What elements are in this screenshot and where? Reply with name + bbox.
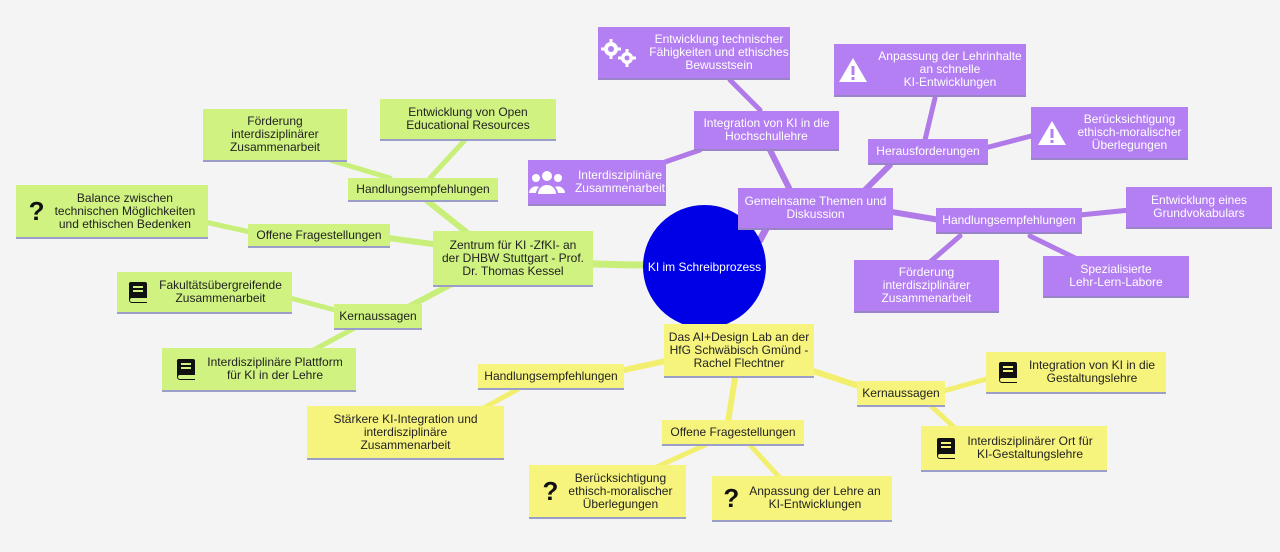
topic-label: Balance zwischen technischen Möglichkeit… <box>54 190 196 231</box>
leaf-ort[interactable]: Interdisziplinärer Ort für KI-Gestaltung… <box>921 426 1107 472</box>
topic-label: Spezialisierte Lehr-Lern-Labore <box>1069 262 1163 289</box>
connector-line <box>287 295 338 313</box>
warning-icon <box>838 57 868 83</box>
topic-label: Interdisziplinäre Zusammenarbeit <box>574 168 666 195</box>
connector-line <box>407 282 453 309</box>
topic-label: Zentrum für KI -ZfKI- an der DHBW Stuttg… <box>441 237 585 278</box>
topic-label: Stärkere KI-Integration und interdiszipl… <box>333 411 478 452</box>
topic-label: Offene Fragestellungen <box>256 227 382 242</box>
topic-label: Entwicklung von Open Educational Resourc… <box>406 105 530 132</box>
leaf-oer[interactable]: Entwicklung von Open Educational Resourc… <box>380 99 556 141</box>
leaf-beruecksichtigung[interactable]: ? Berücksichtigung ethisch-moralischer Ü… <box>529 465 686 519</box>
connector-line <box>662 147 703 165</box>
topic-label: Anpassung der Lehrinhalte an schnelle KI… <box>878 49 1022 89</box>
subtopic-handlungsempfehlungen[interactable]: Handlungsempfehlungen <box>936 208 1082 234</box>
leaf-anpassung-lehrinhalte[interactable]: Anpassung der Lehrinhalte an schnelle KI… <box>834 44 1026 97</box>
subtopic-handlungsempfehlungen[interactable]: Handlungsempfehlungen <box>478 364 624 390</box>
topic-label: Entwicklung eines Grundvokabulars <box>1150 193 1248 220</box>
subtopic-offene-fragestellungen[interactable]: Offene Fragestellungen <box>248 224 390 248</box>
leaf-foerderung[interactable]: Förderung interdisziplinärer Zusammenarb… <box>203 109 347 162</box>
connector-line <box>427 137 468 181</box>
subtopic-offene-fragestellungen[interactable]: Offene Fragestellungen <box>662 420 804 446</box>
leaf-grundvokabular[interactable]: Entwicklung eines Grundvokabulars <box>1126 187 1272 229</box>
subtopic-integration-hochschullehre[interactable]: Integration von KI in die Hochschullehre <box>694 111 839 151</box>
topic-label: Handlungsempfehlungen <box>484 368 618 383</box>
topic-label: Integration von KI in die Gestaltungsleh… <box>1028 358 1156 385</box>
topic-label: Gemeinsame Themen und Diskussion <box>744 194 887 221</box>
connector-line <box>982 132 1038 151</box>
connector-line <box>927 233 963 265</box>
subtopic-kernaussagen[interactable]: Kernaussagen <box>334 304 422 330</box>
subtopic-handlungsempfehlungen[interactable]: Handlungsempfehlungen <box>348 178 498 202</box>
connector-line <box>767 147 793 193</box>
leaf-integration-gestaltung[interactable]: Integration von KI in die Gestaltungsleh… <box>986 352 1166 394</box>
book-icon <box>175 357 197 381</box>
gears-icon <box>599 38 639 68</box>
leaf-entwicklung-faehigkeiten[interactable]: Entwicklung technischer Fähigkeiten und … <box>598 27 790 80</box>
leaf-foerderung[interactable]: Förderung interdisziplinärer Zusammenarb… <box>854 260 999 313</box>
subtopic-herausforderungen[interactable]: Herausforderungen <box>868 139 988 165</box>
topic-label: Kernaussagen <box>862 385 940 400</box>
topic-label: Handlungsempfehlungen <box>942 212 1076 227</box>
connector-line <box>727 77 763 113</box>
leaf-balance[interactable]: ? Balance zwischen technischen Möglichke… <box>16 185 208 239</box>
connector-line <box>807 367 868 391</box>
connector-line <box>922 95 938 143</box>
warning-icon <box>1037 120 1067 146</box>
topic-label: Interdisziplinäre Plattform für KI in de… <box>207 355 343 382</box>
question-icon: ? <box>723 483 740 513</box>
leaf-staerkere[interactable]: Stärkere KI-Integration und interdiszipl… <box>307 406 504 460</box>
topic-label: Interdisziplinärer Ort für KI-Gestaltung… <box>967 434 1093 461</box>
topic-label: Berücksichtigung ethisch-moralischer Übe… <box>1077 112 1182 152</box>
connector-line <box>1027 233 1078 261</box>
topic-ai-design-lab[interactable]: Das AI+Design Lab an der HfG Schwäbisch … <box>664 324 814 378</box>
topic-label: Integration von KI in die Hochschullehre <box>703 116 830 143</box>
subtopic-kernaussagen[interactable]: Kernaussagen <box>857 381 945 407</box>
topic-label: Förderung interdisziplinärer Zusammenarb… <box>229 114 321 154</box>
topic-zfki[interactable]: Zentrum für KI -ZfKI- an der DHBW Stuttg… <box>433 231 593 287</box>
topic-label: Handlungsempfehlungen <box>356 181 490 196</box>
topic-label: Fakultätsübergreifende Zusammenarbeit <box>159 278 282 305</box>
topic-gemeinsame-themen[interactable]: Gemeinsame Themen und Diskussion <box>738 188 893 230</box>
topic-label: Kernaussagen <box>339 308 417 323</box>
topic-label: Berücksichtigung ethisch-moralischer Übe… <box>568 470 673 511</box>
topic-label: Herausforderungen <box>876 143 980 158</box>
connector-line <box>725 375 738 425</box>
connector-line <box>1077 207 1133 218</box>
connector-line <box>927 402 958 431</box>
question-icon: ? <box>542 476 559 506</box>
central-topic-label: KI im Schreibprozess <box>647 259 762 274</box>
connector-line <box>385 235 443 248</box>
question-icon: ? <box>28 196 45 226</box>
topic-label: Anpassung der Lehre an KI-Entwicklungen <box>749 484 881 511</box>
leaf-fakultaet[interactable]: Fakultätsübergreifende Zusammenarbeit <box>117 272 292 314</box>
leaf-labore[interactable]: Spezialisierte Lehr-Lern-Labore <box>1043 256 1189 298</box>
topic-label: Offene Fragestellungen <box>670 424 796 439</box>
leaf-beruecksichtigung[interactable]: Berücksichtigung ethisch-moralischer Übe… <box>1031 107 1188 160</box>
leaf-interdisziplinaere-zusammenarbeit[interactable]: Interdisziplinäre Zusammenarbeit <box>528 160 666 206</box>
connector-line <box>327 157 393 181</box>
book-icon <box>935 436 957 460</box>
connector-line <box>937 375 993 395</box>
leaf-anpassung[interactable]: ? Anpassung der Lehre an KI-Entwicklunge… <box>712 476 892 522</box>
leaf-plattform[interactable]: Interdisziplinäre Plattform für KI in de… <box>162 348 356 392</box>
connector-line <box>747 442 783 481</box>
topic-label: Das AI+Design Lab an der HfG Schwäbisch … <box>668 329 810 370</box>
topic-label: Förderung interdisziplinärer Zusammenarb… <box>881 265 972 305</box>
connector-line <box>612 357 673 375</box>
book-icon <box>127 280 149 304</box>
book-icon <box>997 360 1019 384</box>
topic-label: Entwicklung technischer Fähigkeiten und … <box>649 32 789 72</box>
users-icon <box>528 169 565 195</box>
connector-line <box>202 219 258 236</box>
